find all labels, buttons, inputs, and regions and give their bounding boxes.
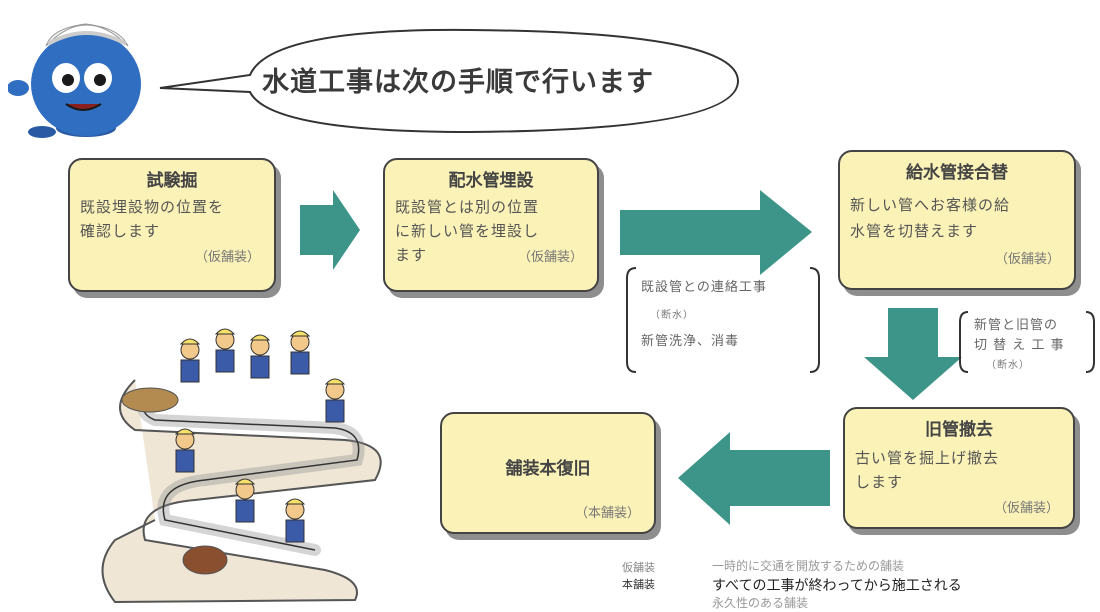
legend-permanent-term: 本舗装 [622,578,655,591]
step-old-pipe-removal: 旧管撤去 古い管を掘上げ撤去 します （仮舗装） [843,407,1075,529]
speech-bubble [159,28,740,134]
step-note: （仮舗装） [194,250,260,265]
water-drop-mascot [8,23,141,138]
connection-work-note: 既設管との連絡工事 [641,280,767,295]
step-text: ます [395,246,428,264]
step-text: 既設埋設物の位置を [80,198,225,216]
legend-permanent-definition: すべての工事が終わってから施工される [712,578,962,594]
step-title: 舗装本復旧 [505,459,591,479]
arrow-left [678,432,830,525]
step-title: 配水管埋設 [448,171,534,191]
step-text: します [855,473,904,491]
step-text: 確認します [80,222,161,240]
legend-temporary-term: 仮舗装 [622,561,655,574]
arrow-right-1 [300,190,360,270]
step-text: 水管を切替えます [850,222,979,240]
step-main-pipe-laying: 配水管埋設 既設管とは別の位置 に新しい管を埋設し ます （仮舗装） [383,158,599,292]
step-note: （仮舗装） [994,252,1060,267]
switch-work-note: 新管と旧管の [974,318,1059,333]
arrow-down [864,308,962,400]
step-text: に新しい管を埋設し [395,222,540,240]
water-outage-note-2: （断水） [986,360,1030,371]
switch-work-note-2: 切 替 え 工 事 [974,338,1065,353]
construction-illustration [101,328,382,604]
step-title: 旧管撤去 [925,420,993,440]
step-title: 給水管接合替 [906,163,1008,183]
step-title: 試験掘 [146,171,198,191]
step-pavement-restoration: 舗装本復旧 （本舗装） [440,412,656,534]
step-text: 古い管を掘上げ撤去 [855,449,1000,467]
step-text: 新しい管へお客様の給 [850,196,1011,214]
step-note: （本舗装） [574,506,640,521]
arrow-right-2 [620,190,812,275]
step-test-excavation: 試験掘 既設埋設物の位置を 確認します （仮舗装） [68,158,276,292]
step-service-pipe-switch: 給水管接合替 新しい管へお客様の給 水管を切替えます （仮舗装） [838,150,1076,290]
water-outage-note: （断水） [650,310,694,321]
legend-temporary-definition: 一時的に交通を開放するための舗装 [712,559,905,573]
disinfection-note: 新管洗浄、消毒 [641,334,740,349]
procedure-heading: 水道工事は次の手順で行います [262,67,654,98]
step-text: 既設管とは別の位置 [395,198,540,216]
legend-permanent-definition-2: 永久性のある舗装 [712,596,809,610]
step-note: （仮舗装） [993,501,1059,516]
step-note: （仮舗装） [517,250,583,265]
